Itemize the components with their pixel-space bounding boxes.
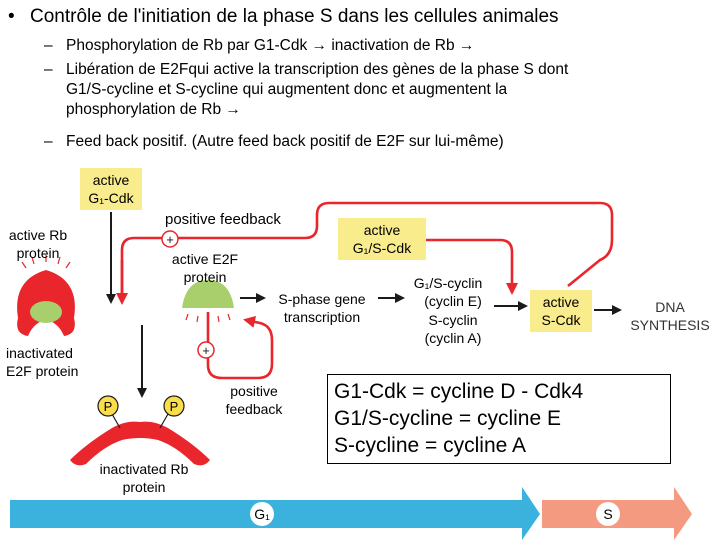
dash: –: [44, 37, 53, 54]
g1s-cdk-to-s-cdk-arrow: [426, 238, 518, 295]
g1-phase-label: G₁: [254, 506, 270, 522]
active-e2f-label: protein: [184, 269, 227, 285]
definition-line: G1-Cdk = cycline D - Cdk4: [334, 380, 584, 403]
bullet-dot: •: [8, 6, 15, 27]
inactivated-rb-label: inactivated Rb: [100, 461, 189, 477]
active-e2f-label: active E2F: [172, 251, 238, 267]
dash: –: [44, 133, 53, 150]
active-s-cdk-box: [530, 290, 592, 332]
inactivated-e2f-label: inactivated: [6, 345, 73, 361]
dna-synthesis-label: SYNTHESIS: [630, 317, 709, 333]
active-e2f-shape: [182, 280, 234, 308]
active-rb-label: protein: [17, 245, 60, 261]
cyclin-label: S-cyclin: [428, 312, 477, 328]
main-bullet: • Contrôle de l'initiation de la phase S …: [8, 6, 559, 28]
definition-line: S-cycline = cycline A: [334, 434, 526, 457]
top-feedback-loop: [120, 201, 614, 300]
cyclin-label: (cyclin A): [425, 330, 482, 346]
phosphate-circle: [163, 395, 185, 417]
plus-circle: [197, 341, 215, 359]
phosphate-bond: [159, 413, 169, 429]
phosphate-circle: [97, 395, 119, 417]
inactivated-e2f-label: E2F protein: [6, 363, 78, 379]
active-g1-cdk-label: G₁-Cdk: [88, 190, 134, 206]
definition-line: G1/S-cycline = cycline E: [334, 407, 562, 430]
s-phase-badge: [596, 502, 620, 526]
plus-sign: +: [202, 343, 210, 358]
activity-rays: [21, 255, 71, 269]
plus-sign: +: [166, 232, 174, 247]
sub-bullet-text: Phosphorylation de Rb par G1-Cdk → inact…: [66, 37, 475, 54]
active-g1s-cdk-box: [338, 218, 426, 260]
inactivated-rb-shape: [70, 421, 210, 466]
active-rb-label: active Rb: [9, 227, 68, 243]
positive-feedback-bottom-label: feedback: [226, 401, 284, 417]
s-phase-label: S: [603, 506, 612, 522]
phosphate-label: P: [104, 399, 113, 414]
phosphate-bond: [111, 413, 121, 429]
cyclin-label: G₁/S-cyclin: [414, 275, 483, 291]
active-g1s-cdk-label: G₁/S-Cdk: [353, 240, 412, 256]
g1-phase-arrow: [10, 487, 540, 540]
phosphate-label: P: [170, 399, 179, 414]
cyclin-label: (cyclin E): [424, 293, 482, 309]
main-bullet-text: Contrôle de l'initiation de la phase S d…: [30, 6, 559, 27]
positive-feedback-top-label: positive feedback: [165, 211, 281, 228]
inactivated-e2f-shape: [30, 301, 62, 323]
s-phase-gene-label: S-phase gene: [278, 291, 365, 307]
s-phase-gene-label: transcription: [284, 309, 360, 325]
sub-bullet-text: G1/S-cycline et S-cycline qui augmentent…: [66, 81, 508, 98]
sub-bullet-text: Libération de E2Fqui active la transcrip…: [66, 61, 569, 78]
activity-rays: [185, 313, 231, 323]
g1-phase-badge: [250, 502, 274, 526]
sub-bullet-text: phosphorylation de Rb →: [66, 101, 241, 118]
bottom-feedback-loop: [206, 316, 274, 380]
positive-feedback-bottom-label: positive: [230, 383, 278, 399]
active-g1-cdk-label: active: [93, 172, 130, 188]
dna-synthesis-label: DNA: [655, 299, 685, 315]
definitions-box: G1-Cdk = cycline D - Cdk4 G1/S-cycline =…: [327, 374, 671, 464]
plus-circle: [161, 230, 179, 248]
active-g1-cdk-box: [80, 168, 142, 210]
active-s-cdk-label: S-Cdk: [542, 312, 582, 328]
sub-bullet-text: Feed back positif. (Autre feed back posi…: [66, 133, 504, 150]
active-s-cdk-label: active: [543, 294, 580, 310]
dash: –: [44, 61, 53, 78]
active-g1s-cdk-label: active: [364, 222, 401, 238]
inactivated-rb-label: protein: [123, 479, 166, 495]
